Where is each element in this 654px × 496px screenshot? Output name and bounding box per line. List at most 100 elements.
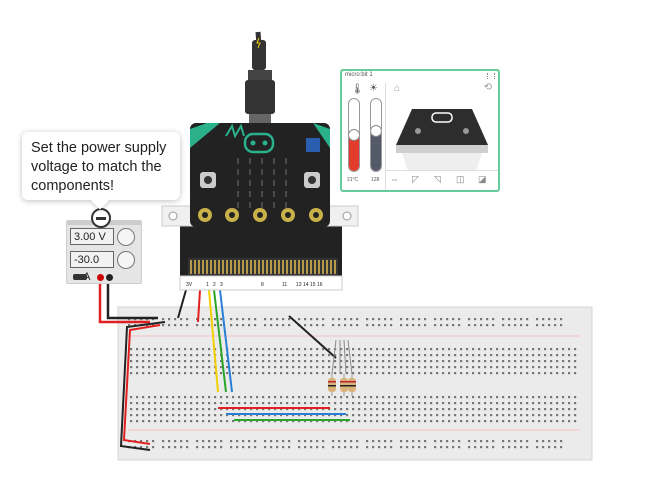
breadboard-hole[interactable] bbox=[514, 408, 517, 411]
light-thumb[interactable] bbox=[371, 125, 381, 137]
breadboard-hole[interactable] bbox=[274, 354, 277, 357]
breadboard-hole[interactable] bbox=[364, 408, 367, 411]
breadboard-hole[interactable] bbox=[352, 420, 355, 423]
breadboard-hole[interactable] bbox=[412, 440, 415, 443]
breadboard-hole[interactable] bbox=[520, 324, 523, 327]
breadboard-hole[interactable] bbox=[244, 360, 247, 363]
breadboard-hole[interactable] bbox=[376, 414, 379, 417]
breadboard-hole[interactable] bbox=[166, 348, 169, 351]
breadboard-hole[interactable] bbox=[274, 408, 277, 411]
breadboard-hole[interactable] bbox=[142, 408, 145, 411]
breadboard-hole[interactable] bbox=[358, 366, 361, 369]
breadboard-hole[interactable] bbox=[280, 354, 283, 357]
breadboard-hole[interactable] bbox=[226, 408, 229, 411]
breadboard-hole[interactable] bbox=[406, 360, 409, 363]
breadboard-hole[interactable] bbox=[544, 408, 547, 411]
breadboard-hole[interactable] bbox=[446, 446, 449, 449]
breadboard-hole[interactable] bbox=[162, 446, 165, 449]
breadboard-hole[interactable] bbox=[196, 366, 199, 369]
breadboard-hole[interactable] bbox=[544, 348, 547, 351]
breadboard-hole[interactable] bbox=[250, 354, 253, 357]
breadboard-hole[interactable] bbox=[346, 396, 349, 399]
breadboard-hole[interactable] bbox=[478, 396, 481, 399]
breadboard-hole[interactable] bbox=[322, 414, 325, 417]
breadboard-hole[interactable] bbox=[406, 440, 409, 443]
breadboard-hole[interactable] bbox=[382, 408, 385, 411]
breadboard-hole[interactable] bbox=[400, 324, 403, 327]
breadboard-hole[interactable] bbox=[268, 360, 271, 363]
breadboard-hole[interactable] bbox=[388, 420, 391, 423]
breadboard-hole[interactable] bbox=[508, 446, 511, 449]
breadboard-hole[interactable] bbox=[340, 420, 343, 423]
shake-icon[interactable]: ⇔ bbox=[390, 174, 399, 184]
breadboard-hole[interactable] bbox=[322, 396, 325, 399]
breadboard-hole[interactable] bbox=[304, 414, 307, 417]
breadboard-hole[interactable] bbox=[184, 372, 187, 375]
breadboard-hole[interactable] bbox=[166, 366, 169, 369]
breadboard-hole[interactable] bbox=[418, 324, 421, 327]
breadboard-hole[interactable] bbox=[160, 414, 163, 417]
breadboard-hole[interactable] bbox=[232, 420, 235, 423]
breadboard-hole[interactable] bbox=[574, 348, 577, 351]
breadboard-hole[interactable] bbox=[520, 318, 523, 321]
breadboard-hole[interactable] bbox=[478, 372, 481, 375]
tilt-left-icon[interactable]: ◸ bbox=[412, 174, 419, 184]
breadboard-hole[interactable] bbox=[166, 420, 169, 423]
breadboard-hole[interactable] bbox=[514, 420, 517, 423]
breadboard-hole[interactable] bbox=[196, 396, 199, 399]
breadboard-hole[interactable] bbox=[502, 318, 505, 321]
breadboard-hole[interactable] bbox=[478, 360, 481, 363]
breadboard-hole[interactable] bbox=[184, 354, 187, 357]
breadboard-hole[interactable] bbox=[208, 408, 211, 411]
breadboard-hole[interactable] bbox=[472, 360, 475, 363]
breadboard-hole[interactable] bbox=[190, 372, 193, 375]
breadboard-hole[interactable] bbox=[322, 408, 325, 411]
breadboard-hole[interactable] bbox=[244, 420, 247, 423]
breadboard-hole[interactable] bbox=[376, 420, 379, 423]
breadboard-hole[interactable] bbox=[370, 414, 373, 417]
breadboard-hole[interactable] bbox=[384, 446, 387, 449]
breadboard-hole[interactable] bbox=[270, 446, 273, 449]
breadboard-hole[interactable] bbox=[174, 318, 177, 321]
breadboard-hole[interactable] bbox=[346, 408, 349, 411]
breadboard-hole[interactable] bbox=[172, 366, 175, 369]
breadboard-hole[interactable] bbox=[220, 414, 223, 417]
breadboard-hole[interactable] bbox=[562, 348, 565, 351]
breadboard-hole[interactable] bbox=[262, 354, 265, 357]
breadboard-hole[interactable] bbox=[496, 396, 499, 399]
breadboard-hole[interactable] bbox=[184, 348, 187, 351]
breadboard-hole[interactable] bbox=[382, 354, 385, 357]
breadboard-hole[interactable] bbox=[574, 372, 577, 375]
breadboard-hole[interactable] bbox=[544, 396, 547, 399]
breadboard-hole[interactable] bbox=[436, 360, 439, 363]
breadboard-hole[interactable] bbox=[390, 446, 393, 449]
breadboard-hole[interactable] bbox=[280, 348, 283, 351]
breadboard-hole[interactable] bbox=[304, 446, 307, 449]
breadboard-hole[interactable] bbox=[454, 414, 457, 417]
breadboard-hole[interactable] bbox=[226, 414, 229, 417]
breadboard-hole[interactable] bbox=[292, 414, 295, 417]
breadboard-hole[interactable] bbox=[382, 420, 385, 423]
breadboard-hole[interactable] bbox=[256, 402, 259, 405]
breadboard-hole[interactable] bbox=[388, 408, 391, 411]
breadboard-hole[interactable] bbox=[430, 366, 433, 369]
breadboard-hole[interactable] bbox=[190, 408, 193, 411]
breadboard-hole[interactable] bbox=[356, 318, 359, 321]
breadboard-hole[interactable] bbox=[174, 324, 177, 327]
breadboard-hole[interactable] bbox=[502, 348, 505, 351]
breadboard-hole[interactable] bbox=[282, 318, 285, 321]
breadboard-hole[interactable] bbox=[350, 440, 353, 443]
breadboard-hole[interactable] bbox=[424, 440, 427, 443]
breadboard-hole[interactable] bbox=[452, 318, 455, 321]
breadboard-hole[interactable] bbox=[350, 324, 353, 327]
breadboard-hole[interactable] bbox=[574, 402, 577, 405]
breadboard-hole[interactable] bbox=[154, 414, 157, 417]
breadboard-hole[interactable] bbox=[160, 354, 163, 357]
breadboard-hole[interactable] bbox=[496, 372, 499, 375]
breadboard-hole[interactable] bbox=[390, 440, 393, 443]
breadboard-hole[interactable] bbox=[400, 354, 403, 357]
breadboard-hole[interactable] bbox=[486, 318, 489, 321]
breadboard-hole[interactable] bbox=[364, 414, 367, 417]
breadboard-hole[interactable] bbox=[376, 408, 379, 411]
breadboard-hole[interactable] bbox=[496, 366, 499, 369]
